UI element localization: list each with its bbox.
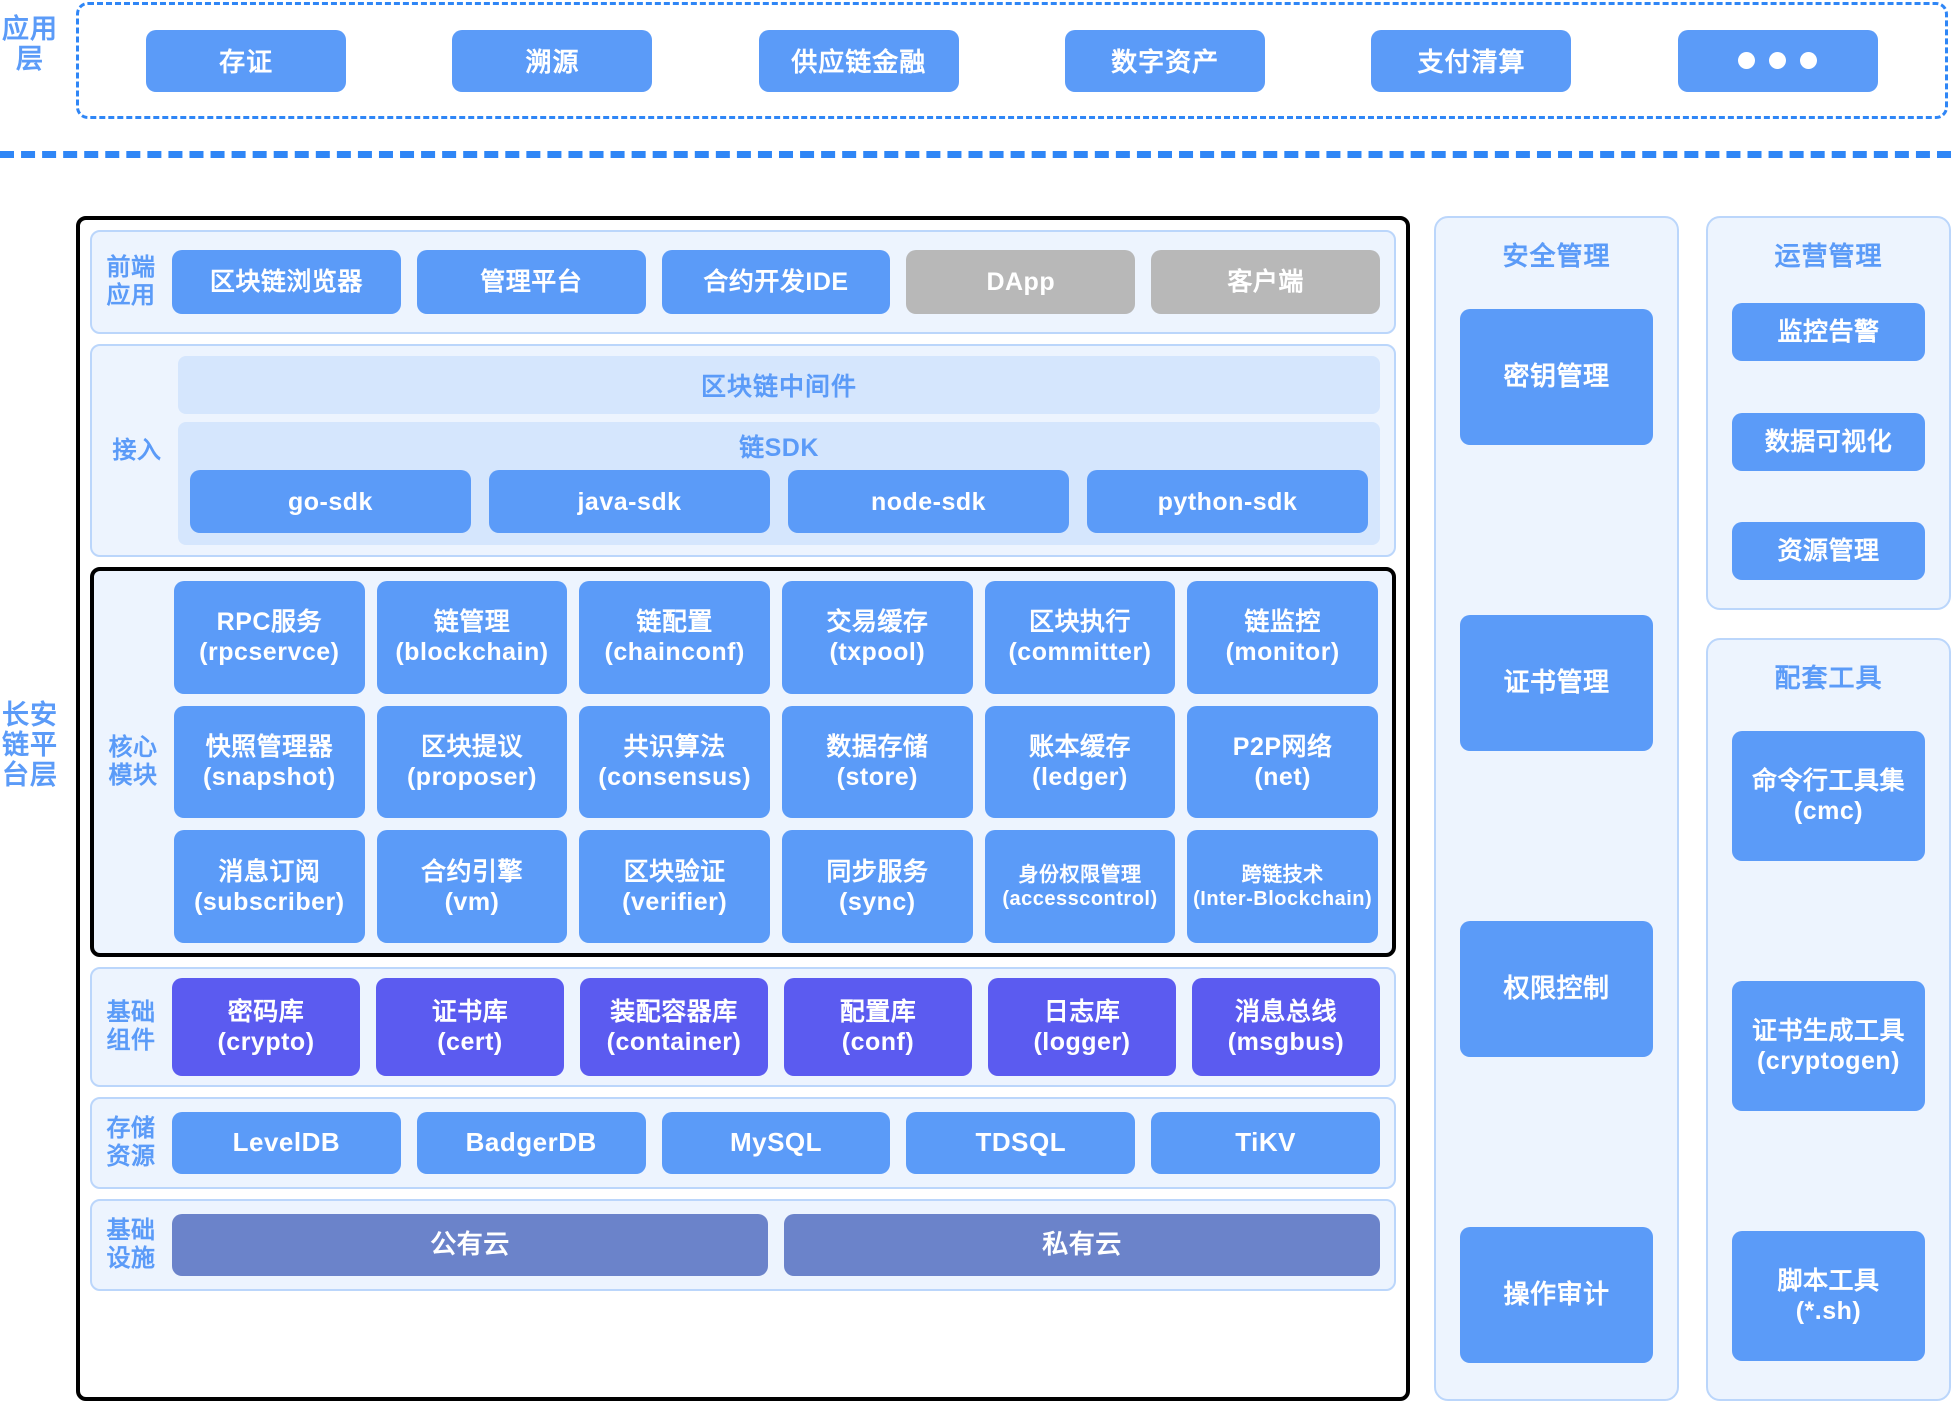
- node-store[interactable]: 数据存储(store): [782, 705, 973, 819]
- node-java-sdk[interactable]: java-sdk: [489, 470, 770, 533]
- node-node-sdk[interactable]: node-sdk: [788, 470, 1069, 533]
- application-item[interactable]: 存证: [93, 29, 399, 92]
- band-label-access: 接入: [112, 436, 162, 464]
- node-blockchain-explorer[interactable]: 区块链浏览器: [172, 250, 401, 314]
- node-cryptogen[interactable]: 证书生成工具(cryptogen): [1732, 981, 1925, 1111]
- app-box-more[interactable]: [1677, 29, 1878, 92]
- node-sync[interactable]: 同步服务(sync): [782, 830, 973, 943]
- node-blockchain-middleware[interactable]: 区块链中间件: [178, 356, 1380, 414]
- node-public-cloud[interactable]: 公有云: [172, 1214, 768, 1276]
- node-conf[interactable]: 配置库(conf): [784, 978, 972, 1076]
- node-blockchain-management[interactable]: 链管理(blockchain): [376, 581, 568, 694]
- node-monitoring-alert[interactable]: 监控告警: [1732, 303, 1925, 361]
- node-crypto[interactable]: 密码库(crypto): [172, 978, 360, 1076]
- app-box-cunzheng[interactable]: 存证: [146, 29, 347, 92]
- node-cmc[interactable]: 命令行工具集(cmc): [1732, 731, 1925, 861]
- band-label-storage-resources: 存储资源: [106, 1115, 156, 1170]
- node-monitor[interactable]: 链监控(monitor): [1187, 581, 1378, 694]
- side-label-application: 应用层: [2, 14, 58, 75]
- node-certificate-management[interactable]: 证书管理: [1460, 615, 1653, 751]
- application-layer: 存证 溯源 供应链金融 数字资产 支付清算: [76, 2, 1948, 119]
- node-subscriber[interactable]: 消息订阅(subscriber): [174, 830, 365, 943]
- node-accesscontrol[interactable]: 身份权限管理(accesscontrol): [984, 830, 1176, 943]
- node-resource-management[interactable]: 资源管理: [1732, 522, 1925, 580]
- node-tdsql[interactable]: TDSQL: [906, 1112, 1136, 1174]
- application-item[interactable]: 支付清算: [1318, 29, 1624, 92]
- application-item[interactable]: 供应链金融: [706, 29, 1012, 92]
- band-label-infrastructure: 基础设施: [106, 1217, 156, 1272]
- node-private-cloud[interactable]: 私有云: [784, 1214, 1380, 1276]
- node-proposer[interactable]: 区块提议(proposer): [376, 705, 568, 819]
- side-label-platform: 长安链平台层: [2, 700, 58, 791]
- node-msgbus[interactable]: 消息总线(msgbus): [1192, 978, 1380, 1076]
- app-box-payment-clearing[interactable]: 支付清算: [1371, 29, 1572, 92]
- app-box-digital-asset[interactable]: 数字资产: [1065, 29, 1266, 92]
- band-label-core-modules: 核心模块: [108, 734, 158, 789]
- application-item[interactable]: 溯源: [399, 29, 705, 92]
- node-logger[interactable]: 日志库(logger): [988, 978, 1176, 1076]
- panel-title-security: 安全管理: [1502, 241, 1611, 271]
- node-inter-blockchain[interactable]: 跨链技术(Inter-Blockchain): [1187, 830, 1378, 943]
- node-rpc-service[interactable]: RPC服务(rpcservce): [174, 581, 365, 694]
- band-frontend: 前端应用 区块链浏览器 管理平台 合约开发IDE DApp 客户端: [90, 230, 1396, 334]
- node-python-sdk[interactable]: python-sdk: [1087, 470, 1368, 533]
- node-container[interactable]: 装配容器库(container): [580, 978, 768, 1076]
- band-storage-resources: 存储资源 LevelDB BadgerDB MySQL TDSQL TiKV: [90, 1097, 1396, 1189]
- node-operation-audit[interactable]: 操作审计: [1460, 1227, 1653, 1363]
- node-script-tools[interactable]: 脚本工具(*.sh): [1732, 1231, 1925, 1361]
- app-box-suyuan[interactable]: 溯源: [452, 29, 653, 92]
- sdk-group: 链SDK go-sdk java-sdk node-sdk python-sdk: [178, 422, 1380, 545]
- node-txpool[interactable]: 交易缓存(txpool): [782, 581, 973, 694]
- platform-layer: 前端应用 区块链浏览器 管理平台 合约开发IDE DApp 客户端 接入 区块链…: [76, 216, 1410, 1401]
- band-core-modules: 核心模块 RPC服务(rpcservce) 链管理(blockchain) 链配…: [90, 567, 1396, 957]
- sdk-group-title: 链SDK: [739, 434, 819, 462]
- node-permission-control[interactable]: 权限控制: [1460, 921, 1653, 1057]
- node-p2p-net[interactable]: P2P网络(net): [1187, 705, 1378, 819]
- panel-title-operation: 运营管理: [1774, 241, 1883, 271]
- node-dapp[interactable]: DApp: [906, 250, 1136, 314]
- node-tikv[interactable]: TiKV: [1151, 1112, 1380, 1174]
- node-ledger[interactable]: 账本缓存(ledger): [984, 705, 1176, 819]
- node-vm[interactable]: 合约引擎(vm): [376, 830, 568, 943]
- core-module-grid: RPC服务(rpcservce) 链管理(blockchain) 链配置(cha…: [174, 581, 1378, 943]
- panel-operation-management: 运营管理 监控告警 数据可视化 资源管理: [1706, 216, 1951, 610]
- app-box-supply-chain-finance[interactable]: 供应链金融: [758, 29, 959, 92]
- node-leveldb[interactable]: LevelDB: [172, 1112, 401, 1174]
- node-consensus[interactable]: 共识算法(consensus): [579, 705, 770, 819]
- node-badgerdb[interactable]: BadgerDB: [416, 1112, 646, 1174]
- application-item[interactable]: 数字资产: [1012, 29, 1318, 92]
- panel-security-management: 安全管理 密钥管理 证书管理 权限控制 操作审计: [1434, 216, 1679, 1401]
- band-label-basic-components: 基础组件: [106, 999, 156, 1054]
- panel-supporting-tools: 配套工具 命令行工具集(cmc) 证书生成工具(cryptogen) 脚本工具(…: [1706, 638, 1951, 1401]
- node-chain-config[interactable]: 链配置(chainconf): [579, 581, 770, 694]
- node-committer[interactable]: 区块执行(committer): [984, 581, 1176, 694]
- panel-title-tools: 配套工具: [1774, 663, 1883, 693]
- band-basic-components: 基础组件 密码库(crypto) 证书库(cert) 装配容器库(contain…: [90, 967, 1396, 1087]
- application-item[interactable]: [1625, 29, 1931, 92]
- node-management-platform[interactable]: 管理平台: [416, 250, 646, 314]
- node-data-visualization[interactable]: 数据可视化: [1732, 412, 1925, 471]
- node-cert[interactable]: 证书库(cert): [376, 978, 564, 1076]
- ellipsis-icon: [1738, 52, 1818, 69]
- band-infrastructure: 基础设施 公有云 私有云: [90, 1199, 1396, 1291]
- node-go-sdk[interactable]: go-sdk: [190, 470, 471, 533]
- node-contract-ide[interactable]: 合约开发IDE: [661, 250, 891, 314]
- node-snapshot[interactable]: 快照管理器(snapshot): [174, 705, 365, 819]
- node-client[interactable]: 客户端: [1151, 250, 1380, 314]
- layer-divider: [0, 151, 1951, 158]
- node-verifier[interactable]: 区块验证(verifier): [579, 830, 770, 943]
- band-label-frontend: 前端应用: [106, 254, 156, 309]
- node-mysql[interactable]: MySQL: [661, 1112, 891, 1174]
- band-access: 接入 区块链中间件 链SDK go-sdk java-sdk node-sdk …: [90, 344, 1396, 557]
- node-key-management[interactable]: 密钥管理: [1460, 309, 1653, 445]
